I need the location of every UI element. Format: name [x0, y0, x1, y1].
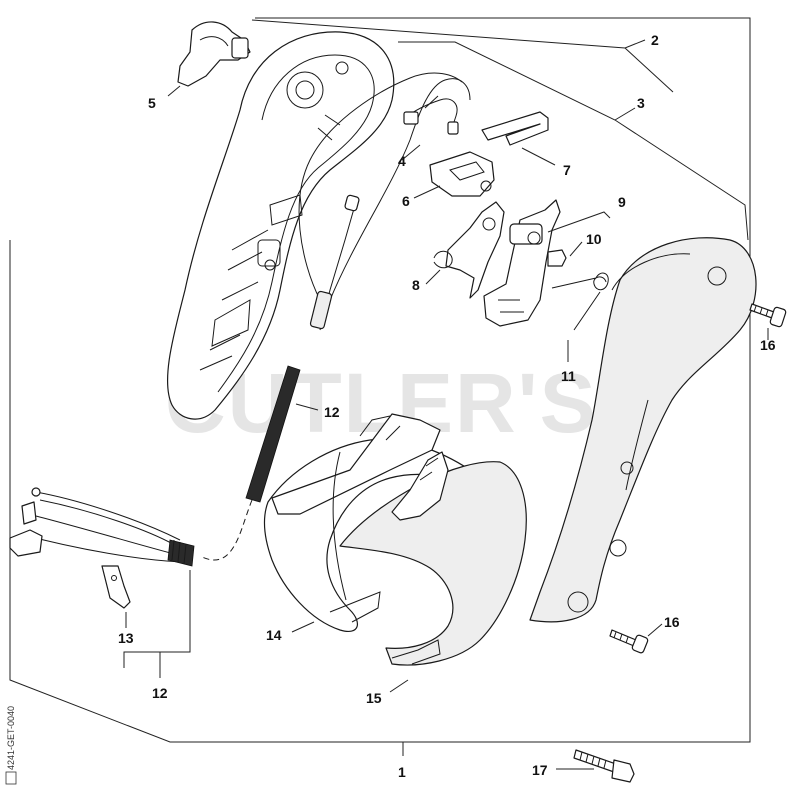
part-8-lock-lever	[433, 201, 505, 299]
leader-10	[569, 241, 583, 257]
label-part-7: 7	[563, 162, 571, 178]
leader-4	[401, 144, 421, 161]
part-5-lever	[177, 21, 251, 87]
leader-15	[389, 679, 409, 693]
label-part-12-lower: 12	[152, 685, 168, 701]
part-16-screw-lower	[609, 629, 649, 654]
leader-9	[547, 211, 611, 233]
leader-12-upper	[295, 403, 319, 411]
leader-2-tick	[624, 39, 646, 49]
label-part-15: 15	[366, 690, 382, 706]
label-part-17: 17	[532, 762, 548, 778]
part-12-cable-end	[9, 487, 195, 567]
part-15-lower-cover	[339, 451, 527, 666]
label-part-6: 6	[402, 193, 410, 209]
label-part-5: 5	[148, 95, 156, 111]
leader-3	[398, 41, 749, 241]
label-part-16-upper: 16	[760, 337, 776, 353]
label-part-13: 13	[118, 630, 134, 646]
label-part-2: 2	[651, 32, 659, 48]
label-part-3: 3	[637, 95, 645, 111]
label-part-1: 1	[398, 764, 406, 780]
part-13-plate	[101, 565, 131, 609]
part-4-switch-wires	[403, 95, 459, 135]
leader-16-lower	[647, 623, 663, 637]
part-3-handle-housing	[166, 31, 395, 420]
leader-8	[425, 269, 441, 285]
part-11-spring	[551, 272, 609, 331]
assembly-outline	[9, 17, 751, 743]
leader-5	[167, 85, 181, 97]
leader-12-lower-bracket	[123, 570, 191, 668]
part-16-screw-upper	[749, 303, 787, 328]
label-part-11: 11	[561, 368, 576, 384]
part-17-bolt	[573, 749, 635, 783]
part-10-pin	[547, 249, 567, 267]
part-2-handle-cover	[529, 237, 757, 623]
label-part-16-lower: 16	[664, 614, 680, 630]
label-part-9: 9	[618, 194, 626, 210]
throttle-cable-outer	[298, 72, 463, 301]
part-14-lower-housing	[263, 413, 481, 632]
leader-6	[413, 185, 441, 199]
side-code-text: 4241-GET-0040	[6, 706, 16, 770]
label-part-12-upper: 12	[324, 404, 340, 420]
leader-7	[521, 147, 556, 166]
label-part-14: 14	[266, 627, 282, 643]
part-9-trigger	[483, 199, 561, 327]
corner-marker	[5, 771, 17, 785]
leader-14	[291, 621, 315, 633]
part-6-switch	[429, 151, 495, 197]
part-12-cable	[199, 194, 360, 561]
leader-3-tick	[614, 107, 636, 121]
label-part-8: 8	[412, 277, 420, 293]
label-part-4: 4	[398, 153, 406, 169]
label-part-10: 10	[586, 231, 602, 247]
part-7-clip	[481, 111, 549, 146]
